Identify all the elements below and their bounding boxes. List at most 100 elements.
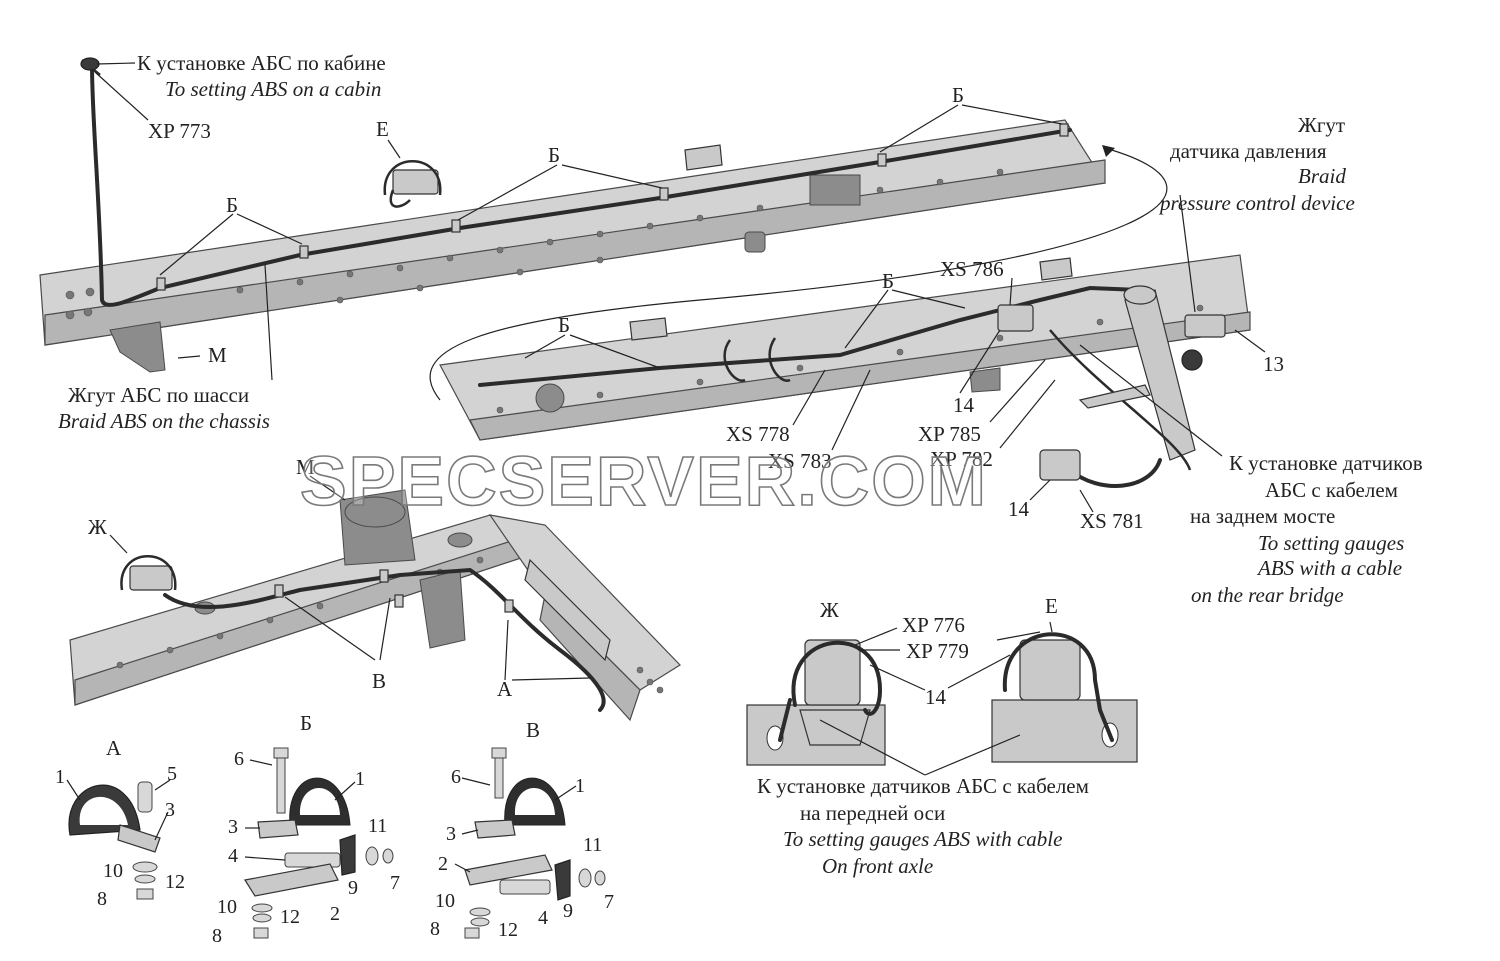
front-clips (274, 569, 514, 613)
detail-v-part-number: 8 (430, 918, 440, 940)
detail-zh (746, 639, 886, 766)
detail-v-part-number: 11 (583, 834, 602, 856)
label-b-4: Б (882, 269, 894, 293)
detail-v-part-number: 7 (604, 891, 614, 913)
rear-cable-loop-2 (768, 337, 791, 382)
pressure-tank (1123, 285, 1196, 461)
front-frame (69, 489, 681, 722)
label-14-front: 14 (925, 685, 947, 709)
label-e-detail: Е (1045, 594, 1058, 618)
label-chassis-ru: Жгут АБС по шасси (68, 383, 249, 407)
detail-a-part-number: 8 (97, 888, 107, 910)
label-m-arrow: М (208, 343, 227, 367)
label-press-ru1: Жгут (1298, 113, 1345, 137)
label-b-5: Б (558, 313, 570, 337)
label-rear-en2: ABS with a cable (1256, 556, 1402, 580)
detail-b-title: Б (300, 711, 312, 735)
label-chassis-en: Braid ABS on the chassis (58, 409, 270, 433)
detail-b-part-number: 7 (390, 872, 400, 894)
label-b-1: Б (952, 83, 964, 107)
sensor-e-top (383, 160, 442, 208)
detail-b-part-number: 11 (368, 815, 387, 837)
connecting-arrow (429, 147, 1168, 401)
front-frame-holes (116, 556, 664, 694)
detail-b-part-number: 1 (355, 768, 365, 790)
label-xs781: XS 781 (1080, 509, 1144, 533)
rear-cable-loop-1 (723, 339, 746, 382)
label-press-ru2: датчика давления (1170, 139, 1327, 163)
label-rear-en3: on the rear bridge (1191, 583, 1344, 607)
detail-e (991, 632, 1138, 763)
label-front-ru2: на передней оси (800, 801, 945, 825)
detail-v-part-number: 10 (435, 890, 455, 912)
label-xs786: XS 786 (940, 257, 1004, 281)
detail-v-part-number: 12 (498, 919, 518, 941)
detail-v-title: В (526, 718, 540, 742)
front-harness-cable (163, 567, 606, 712)
label-v: В (372, 669, 386, 693)
label-rear-ru1: К установке датчиков (1229, 451, 1423, 475)
detail-b-numbers: 6 1 3 11 4 9 7 10 12 2 8 (212, 748, 400, 947)
label-xs778: XS 778 (726, 422, 790, 446)
detail-b-part-number: 8 (212, 925, 222, 947)
connector-xp773 (80, 57, 100, 71)
label-a: А (497, 677, 513, 701)
detail-v-part-number: 1 (575, 775, 585, 797)
label-xp776: XP 776 (902, 613, 965, 637)
detail-a-part-number: 3 (165, 799, 175, 821)
top-rail-clips (156, 123, 1069, 291)
label-rear-ru3: на заднем мосте (1190, 504, 1335, 528)
top-frame-rail (39, 119, 1106, 373)
rear-axle-cable (1068, 458, 1162, 488)
label-abs-cabin-ru: К установке АБС по кабине (137, 51, 386, 75)
label-14-axle: 14 (1008, 497, 1030, 521)
label-rear-en1: To setting gauges (1258, 531, 1404, 555)
sensor-xs781 (1039, 449, 1081, 481)
detail-v-parts (464, 747, 606, 939)
detail-b-part-number: 6 (234, 748, 244, 770)
connecting-arrowhead (1102, 145, 1115, 157)
label-e-top: Е (376, 117, 389, 141)
detail-a-part-number: 12 (165, 871, 185, 893)
detail-a-part-number: 5 (167, 763, 177, 785)
detail-v-part-number: 3 (446, 823, 456, 845)
label-14-rear: 14 (953, 393, 975, 417)
label-b-3: Б (226, 193, 238, 217)
detail-b-part-number: 2 (330, 903, 340, 925)
detail-b-part-number: 12 (280, 906, 300, 928)
detail-a-part-number: 10 (103, 860, 123, 882)
label-rear-ru2: АБС с кабелем (1265, 478, 1398, 502)
rear-bracket (1078, 384, 1151, 409)
detail-a-numbers: 1 5 3 10 12 8 (55, 763, 185, 910)
detail-b-part-number: 10 (217, 896, 237, 918)
label-b-2: Б (548, 143, 560, 167)
rear-sensor-cable (1049, 329, 1192, 471)
label-xp779: XP 779 (906, 639, 969, 663)
sensor-xs786 (997, 304, 1034, 332)
label-m: М (296, 455, 315, 479)
label-xs783: XS 783 (768, 449, 832, 473)
detail-b-part-number: 3 (228, 816, 238, 838)
detail-v-part-number: 4 (538, 907, 548, 929)
leader-lines (66, 62, 1266, 873)
detail-a-title: А (106, 736, 122, 760)
label-front-ru1: К установке датчиков АБС с кабелем (757, 774, 1089, 798)
detail-b-part-number: 4 (228, 845, 238, 867)
detail-v-part-number: 2 (438, 853, 448, 875)
detail-v-numbers: 6 1 3 11 2 9 7 10 4 8 12 (430, 766, 614, 941)
sensor-zh-left (120, 555, 177, 591)
label-press-en1: Braid (1298, 164, 1346, 188)
detail-v-part-number: 6 (451, 766, 461, 788)
label-front-en1: To setting gauges ABS with cable (783, 827, 1062, 851)
top-rail-holes (65, 168, 1004, 320)
detail-v-part-number: 9 (563, 900, 573, 922)
label-abs-cabin-en: To setting ABS on a cabin (165, 77, 381, 101)
label-zh-left: Ж (88, 515, 107, 539)
label-xp782: XP 782 (930, 447, 993, 471)
watermark: SPECSERVER.COM (300, 442, 988, 520)
detail-a-part-number: 1 (55, 766, 65, 788)
detail-b-parts (244, 747, 394, 939)
label-13: 13 (1263, 352, 1284, 376)
label-xp785: XP 785 (918, 422, 981, 446)
